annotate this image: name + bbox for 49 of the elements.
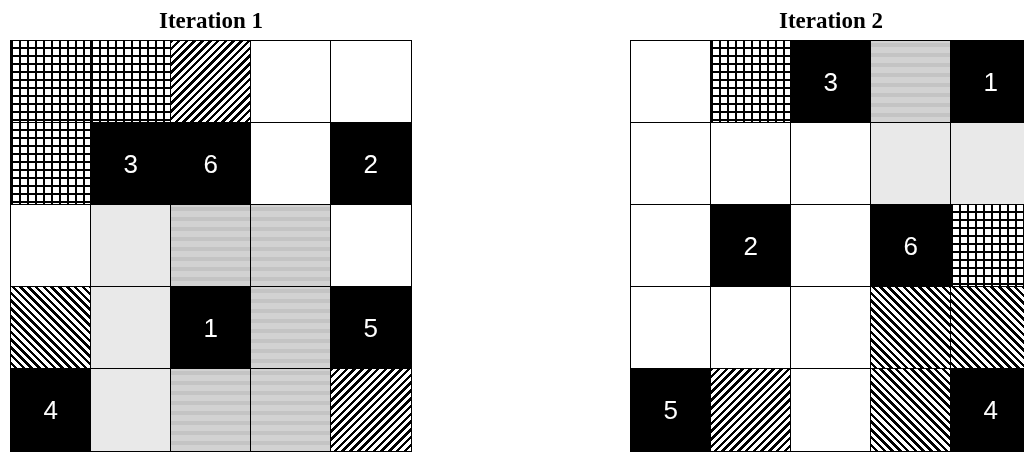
square-number: 5 [363,312,378,343]
filled-square [950,40,1024,124]
speckled-square [170,368,252,452]
square-number: 5 [663,394,678,425]
square-number: 6 [203,148,218,179]
speckled-square [250,286,332,370]
filled-square [870,204,952,288]
hatched-square [870,368,952,452]
filled-square [90,122,172,206]
hatched-square [330,368,412,452]
filled-square [790,40,872,124]
speckled-square [870,40,952,124]
square-number: 1 [983,66,998,97]
grid-title: Iteration 1 [157,7,265,35]
square-number: 1 [203,312,218,343]
speckled-square [250,368,332,452]
crosshatched-square [10,122,92,206]
filled-square [10,368,92,452]
filled-square [170,286,252,370]
square-number: 3 [123,148,138,179]
hatched-square [10,286,92,370]
square-number: 4 [983,394,998,425]
crosshatched-square [90,40,172,124]
hatched-square [710,368,792,452]
square-number: 3 [823,66,838,97]
speckled-square [90,368,172,452]
filled-square [710,204,792,288]
speckled-square [90,204,172,288]
square-number: 2 [363,148,378,179]
square-number: 4 [43,394,58,425]
crosshatched-square [10,40,92,124]
hatched-square [870,286,952,370]
crosshatched-square [710,40,792,124]
square-number: 6 [903,230,918,261]
speckled-square [90,286,172,370]
speckled-square [170,204,252,288]
crosshatched-square [950,204,1024,288]
filled-square [950,368,1024,452]
speckled-square [250,204,332,288]
filled-square [170,122,252,206]
speckled-square [870,122,952,206]
hatched-square [950,286,1024,370]
filled-square [330,122,412,206]
square-number: 2 [743,230,758,261]
speckled-square [950,122,1024,206]
grid-title: Iteration 2 [777,7,885,35]
filled-square [330,286,412,370]
filled-square [630,368,712,452]
hatched-square [170,40,252,124]
